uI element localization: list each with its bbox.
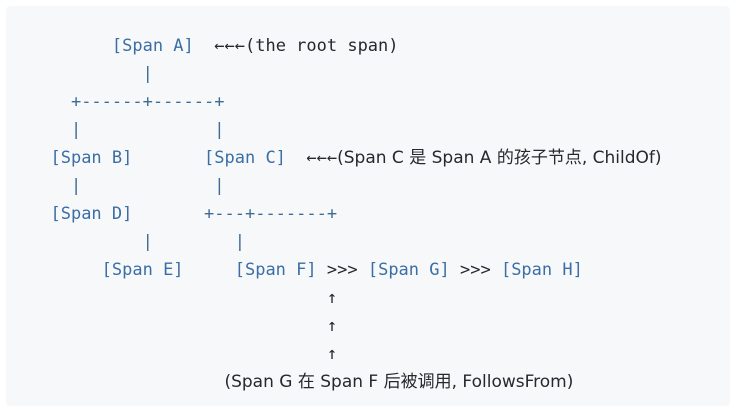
diagram-line-pipe-a: | [6, 60, 662, 88]
span-b-node: [Span B] [50, 148, 133, 168]
annotation-followsfrom: (Span G 在 Span F 后被调用, FollowsFrom) [224, 372, 574, 392]
pipe-connector-d-icon: | [70, 176, 82, 196]
indent-spacer [30, 148, 50, 168]
diagram-line-bc: [Span B] [Span C] ←←←(Span C 是 Span A 的孩… [6, 144, 662, 172]
gap-spacer [450, 260, 460, 280]
ascii-art-figure: [Span A] ←←←(the root span) | +------+--… [6, 6, 662, 396]
diagram-line-branch-top: +------+------+ [6, 88, 662, 116]
pipe-connector-b-icon: | [70, 120, 82, 140]
span-c-node: [Span C] [204, 148, 286, 168]
gap-spacer [81, 120, 214, 140]
span-g-node: [Span G] [367, 260, 450, 280]
diagram-line-uparrow-1: ↑ [6, 284, 662, 312]
span-e-node: [Span E] [101, 260, 184, 280]
diagram-line-uparrow-3: ↑ [6, 340, 662, 368]
pipe-connector-f-icon: | [234, 232, 245, 252]
span-a-node: [Span A] [111, 36, 194, 56]
follows-from-separator-fg: >>> [326, 260, 358, 280]
gap-spacer [286, 148, 306, 168]
indent-spacer [30, 36, 112, 56]
gap-spacer [132, 148, 204, 168]
indent-spacer [30, 344, 327, 364]
gap-spacer [153, 232, 235, 252]
diagram-line-uparrow-2: ↑ [6, 312, 662, 340]
annotation-childof: (Span C 是 Span A 的孩子节点, ChildOf) [337, 148, 662, 168]
indent-spacer [30, 372, 224, 392]
pipe-connector-c-icon: | [214, 120, 225, 140]
span-f-node: [Span F] [234, 260, 317, 280]
gap-spacer [317, 260, 327, 280]
left-arrow-icon: ←←← [214, 36, 245, 56]
indent-spacer [30, 204, 50, 224]
diagram-line-followsfrom-note: (Span G 在 Span F 后被调用, FollowsFrom) [6, 368, 662, 396]
follows-from-separator-gh: >>> [459, 260, 491, 280]
diagram-line-root: [Span A] ←←←(the root span) [6, 32, 662, 60]
diagram-line-pipes-ef: | | [6, 228, 662, 256]
indent-spacer [30, 316, 327, 336]
annotation-root-span: (the root span) [244, 36, 399, 56]
pipe-connector-c2-icon: | [214, 176, 225, 196]
indent-spacer [30, 260, 102, 280]
diagram-line-pipes-bc: | | [6, 116, 662, 144]
gap-spacer [194, 36, 214, 56]
branch-connector-mid-icon: +---+-------+ [204, 204, 338, 224]
branch-connector-top-icon: +------+------+ [70, 92, 225, 112]
up-arrow-icon: ↑ [326, 288, 338, 308]
indent-spacer [30, 92, 71, 112]
indent-spacer [30, 120, 71, 140]
gap-spacer [358, 260, 368, 280]
left-arrow-icon: ←←← [306, 148, 338, 168]
diagram-line-pipes-dc: | | [6, 172, 662, 200]
diagram-line-efgh: [Span E] [Span F] >>> [Span G] >>> [Span… [6, 256, 662, 284]
pipe-connector-e-icon: | [142, 232, 153, 252]
pipe-connector-icon: | [142, 64, 153, 84]
span-h-node: [Span H] [500, 260, 583, 280]
diagram-line-d-branch: [Span D] +---+-------+ [6, 200, 662, 228]
indent-spacer [30, 64, 143, 84]
span-d-node: [Span D] [50, 204, 133, 224]
up-arrow-icon: ↑ [326, 344, 338, 364]
gap-spacer [491, 260, 501, 280]
gap-spacer [81, 176, 214, 196]
gap-spacer [132, 204, 204, 224]
indent-spacer [30, 288, 327, 308]
ascii-diagram-code-block: [Span A] ←←←(the root span) | +------+--… [6, 6, 730, 406]
indent-spacer [30, 176, 71, 196]
indent-spacer [30, 232, 143, 252]
gap-spacer [184, 260, 235, 280]
up-arrow-icon: ↑ [326, 316, 338, 336]
